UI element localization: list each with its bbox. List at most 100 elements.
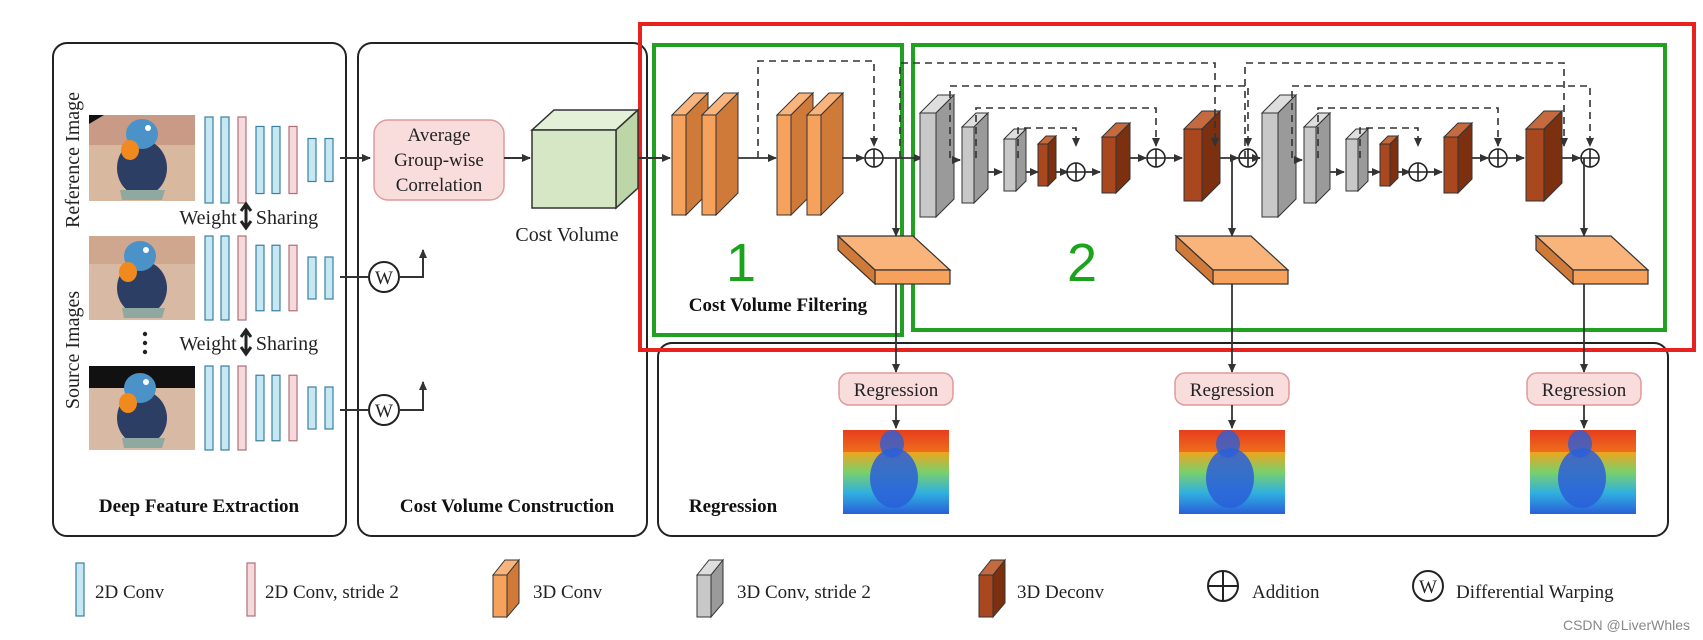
- regression-panel: [657, 342, 1669, 537]
- addition-node: [1066, 162, 1086, 182]
- feature-extraction-title: Deep Feature Extraction: [99, 496, 300, 517]
- legend-swatch-3d-conv: [491, 558, 521, 619]
- skip-dashed: [975, 107, 1160, 158]
- cross-skip-dashed: [1244, 62, 1568, 158]
- legend-label-3d-deconv: 3D Deconv: [1017, 582, 1105, 603]
- conv2d-layer: [324, 386, 334, 430]
- regression-box-label: Regression: [1542, 380, 1627, 401]
- addition-node: [1580, 148, 1600, 168]
- 3d-deconv-block: [1524, 109, 1564, 203]
- conv2d-layer: [255, 244, 265, 312]
- 3d-conv-stride2-block: [1344, 127, 1370, 193]
- conv2d-stride2-layer: [237, 235, 247, 321]
- region-2-number: 2: [1067, 233, 1097, 293]
- 3d-conv-block: [700, 91, 740, 217]
- cross-skip-dashed: [899, 62, 1219, 158]
- skip-dashed: [1017, 127, 1080, 158]
- conv2d-layer: [220, 235, 230, 321]
- 3d-conv-block: [805, 91, 845, 217]
- weight-label-1: Weight: [179, 207, 237, 229]
- regression-box-label: Regression: [854, 380, 939, 401]
- legend: 2D Conv 2D Conv, stride 2 3D Conv 3D Con…: [75, 558, 1614, 619]
- feature-cnn-row-2: [204, 235, 334, 321]
- legend-label-2d-conv: 2D Conv: [95, 582, 165, 603]
- 3d-deconv-block: [1378, 134, 1400, 188]
- legend-swatch-2d-conv: [75, 562, 85, 617]
- legend-label-addition: Addition: [1252, 582, 1320, 603]
- conv2d-stride2-layer: [288, 374, 298, 442]
- conv2d-stride2-layer: [237, 365, 247, 451]
- skip-dashed: [949, 85, 1252, 158]
- depth-map-image: [1179, 430, 1285, 514]
- conv2d-layer: [307, 386, 317, 430]
- source-image-thumbnail-2: [89, 366, 195, 450]
- reference-image-thumbnail: [89, 115, 195, 201]
- conv2d-stride2-layer: [237, 116, 247, 204]
- regression-column-1: Regression: [838, 284, 954, 514]
- conv2d-layer: [255, 374, 265, 442]
- conv2d-layer: [271, 244, 281, 312]
- feature-cnn-stacks: [204, 116, 334, 451]
- cost-construction-title: Cost Volume Construction: [400, 496, 615, 517]
- weight-sharing-arrow-1: [239, 201, 253, 231]
- depth-map-image: [843, 430, 949, 514]
- group-wise-label: Group-wise: [394, 150, 484, 171]
- conv2d-layer: [271, 125, 281, 195]
- feature-cnn-row-1: [204, 116, 334, 204]
- ellipsis-dots: [142, 331, 148, 355]
- conv2d-layer: [220, 365, 230, 451]
- addition-node: [1488, 148, 1508, 168]
- 3d-conv-stride2-block: [1260, 93, 1298, 219]
- cost-volume-label: Cost Volume: [515, 224, 618, 246]
- legend-addition-icon: [1207, 570, 1239, 602]
- addition-node: [864, 148, 884, 168]
- conv2d-layer: [324, 137, 334, 183]
- cost-construction-panel: [357, 42, 648, 537]
- warping-symbol-2: W: [368, 381, 427, 426]
- feature-extraction-panel: [52, 42, 347, 537]
- output-volume-slab-3: [1534, 234, 1650, 286]
- depth-map-image: [1530, 430, 1636, 514]
- highlight-region-1: [652, 43, 904, 337]
- 3d-conv-stride2-block: [1002, 127, 1028, 193]
- regression-title: Regression: [689, 496, 778, 517]
- skip-dashed: [1291, 85, 1594, 158]
- 3d-conv-stride2-block: [960, 111, 990, 205]
- addition-node: [1146, 148, 1166, 168]
- highlight-outer-red: [638, 22, 1696, 352]
- legend-swatch-3d-deconv: [977, 558, 1007, 619]
- legend-label-3d-conv-stride2: 3D Conv, stride 2: [737, 582, 871, 603]
- reference-image-label: Reference Image: [62, 92, 84, 228]
- conv2d-layer: [324, 256, 334, 300]
- 3d-conv-stride2-block: [918, 93, 956, 219]
- svg-text:W: W: [375, 401, 393, 422]
- sharing-label-2: Sharing: [256, 333, 318, 355]
- regression-box-label: Regression: [1190, 380, 1275, 401]
- conv2d-layer: [307, 137, 317, 183]
- residual-skip-dashed: [757, 60, 878, 158]
- warping-symbol-1: W: [368, 249, 427, 293]
- conv2d-layer: [220, 116, 230, 204]
- regression-column-2: Regression: [1174, 284, 1290, 514]
- 3d-deconv-block: [1036, 134, 1058, 188]
- conv2d-stride2-layer: [288, 125, 298, 195]
- conv2d-layer: [204, 235, 214, 321]
- correlation-label: Correlation: [396, 175, 483, 196]
- output-volume-slab-1: [836, 234, 952, 286]
- 3d-deconv-block: [1100, 121, 1132, 195]
- highlight-region-2: [911, 43, 1667, 332]
- legend-label-2d-conv-stride2: 2D Conv, stride 2: [265, 582, 399, 603]
- skip-dashed: [1359, 127, 1422, 158]
- legend-swatch-3d-conv-stride2: [695, 558, 725, 619]
- conv2d-layer: [204, 116, 214, 204]
- 3d-deconv-block: [1442, 121, 1474, 195]
- average-label: Average: [408, 125, 471, 146]
- 3d-conv-stride2-block: [1302, 111, 1332, 205]
- source-images-label: Source Images: [62, 291, 84, 410]
- legend-swatch-2d-conv-stride2: [246, 562, 256, 617]
- cost-volume-cube: [530, 108, 640, 210]
- svg-text:W: W: [1419, 577, 1437, 598]
- conv2d-layer: [204, 365, 214, 451]
- conv2d-layer: [255, 125, 265, 195]
